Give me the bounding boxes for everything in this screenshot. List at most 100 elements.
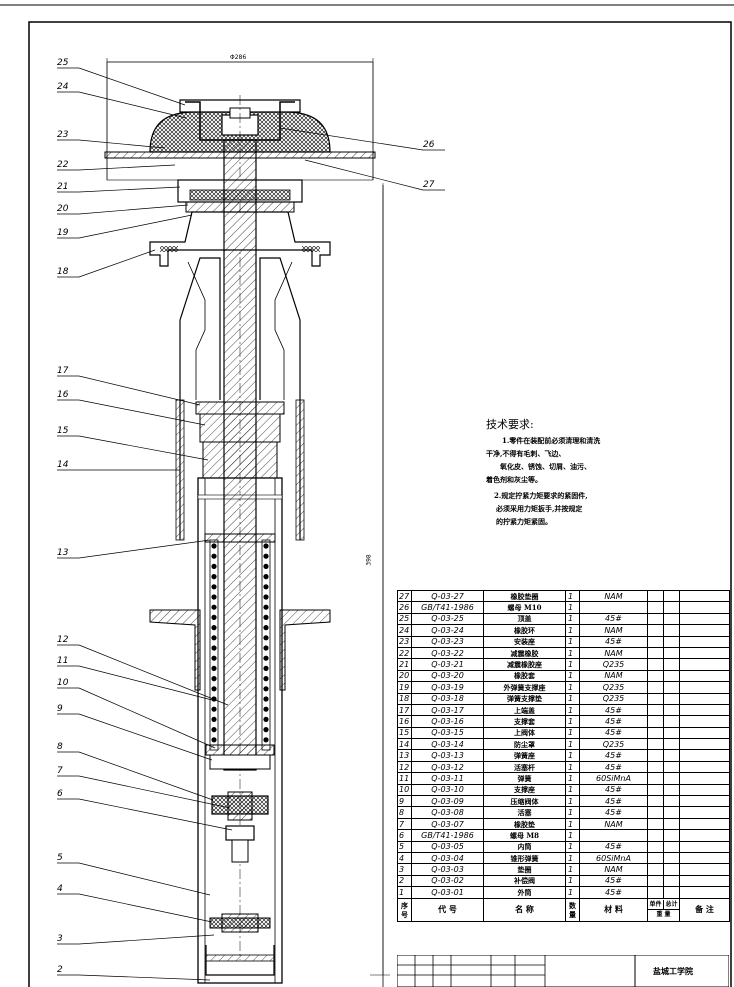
spring-coil: [263, 676, 269, 682]
callout-leader: [78, 713, 213, 761]
spring-coil: [211, 604, 217, 610]
requirement-line: 的拧紧力矩紧固。: [496, 517, 552, 526]
part-material: NAM: [579, 669, 648, 683]
callout-label: 26: [423, 140, 435, 150]
requirement-line: 必须采用力矩扳手,并按规定: [496, 504, 583, 513]
spring-coil: [263, 584, 269, 590]
part-note: [679, 749, 730, 762]
part-code: Q-03-03: [411, 863, 484, 876]
part-name: 橡胶垫: [483, 817, 566, 831]
part-total-weight: [663, 749, 680, 762]
part-note: [679, 635, 730, 648]
part-name: 减震橡胶座: [483, 658, 566, 671]
requirement-line: 1.零件在装配前必须清理和清洗: [502, 436, 601, 445]
part-note: [679, 806, 730, 819]
callout-label: 4: [57, 884, 63, 894]
part-unit-weight: [647, 783, 664, 797]
part-total-weight: [663, 840, 680, 854]
part-note: [679, 601, 730, 614]
part-number: 27: [397, 589, 412, 603]
part-name: 防尘罩: [483, 738, 566, 751]
part-unit-weight: [647, 635, 664, 648]
title-block: [397, 955, 729, 987]
part-unit-weight: [647, 669, 664, 683]
callout-label: 27: [423, 180, 435, 190]
requirement-line: 干净,不得有毛刺、飞边、: [486, 449, 566, 458]
spring-coil: [211, 563, 217, 570]
part-unit-weight: [647, 817, 664, 831]
callout-label: 20: [57, 204, 69, 214]
callout-leader: [78, 67, 186, 106]
spring-coil: [263, 574, 269, 580]
part-total-weight: [663, 783, 680, 797]
part-code: Q-03-21: [411, 658, 484, 671]
spring-coil: [211, 594, 217, 600]
part-number: 17: [397, 703, 412, 717]
part-unit-weight: [647, 612, 664, 626]
part-name: 锥形弹簧: [483, 851, 566, 865]
part-code: Q-03-18: [411, 692, 484, 705]
part-total-weight: [663, 760, 680, 774]
header-weight-label: 重 量: [656, 911, 671, 919]
part-unit-weight: [647, 589, 664, 603]
callout-leader: [78, 687, 216, 749]
part-name: 橡胶套: [483, 669, 566, 683]
callout-label: 12: [57, 635, 69, 645]
part-code: Q-03-27: [411, 589, 484, 603]
part-name: 弹簧: [483, 772, 566, 785]
part-unit-weight: [647, 863, 664, 876]
part-material: 45#: [579, 760, 648, 774]
part-unit-weight: [647, 806, 664, 819]
part-name: 弹簧座: [483, 749, 566, 762]
callout-leader: [304, 159, 424, 191]
part-qty: 1: [565, 851, 580, 865]
part-name: 支撑套: [483, 715, 566, 728]
callout-label: 23: [57, 130, 69, 140]
part-material: Q235: [579, 681, 648, 694]
part-code: Q-03-11: [411, 772, 484, 785]
callout-leader: [78, 164, 176, 171]
part-unit-weight: [647, 829, 664, 842]
part-name: 橡胶环: [483, 624, 566, 637]
requirements-title: 技术要求:: [486, 418, 534, 431]
callout-leader: [78, 775, 231, 809]
part-unit-weight: [647, 886, 664, 899]
part-name: 活塞: [483, 806, 566, 819]
callout-leader: [78, 893, 213, 923]
part-code: Q-03-12: [411, 760, 484, 774]
part-number: 7: [397, 817, 412, 831]
part-material: 45#: [579, 726, 648, 740]
part-note: [679, 760, 730, 774]
callout-leader: [78, 204, 189, 215]
part-note: [679, 658, 730, 671]
part-number: 22: [397, 646, 412, 660]
part-number: 20: [397, 669, 412, 683]
spring-coil: [263, 543, 269, 549]
callout-label: 2: [57, 965, 63, 975]
part-number: 2: [397, 874, 412, 888]
dimension-side: 398: [365, 554, 373, 566]
part-code: Q-03-02: [411, 874, 484, 888]
part-qty: 1: [565, 703, 580, 717]
part-material: 45#: [579, 703, 648, 717]
header-name: 名 称: [483, 897, 566, 922]
part-material: 60SiMnA: [579, 772, 648, 785]
callout-label: 11: [57, 656, 69, 666]
part-number: 1: [397, 886, 412, 899]
part-name: 活塞杆: [483, 760, 566, 774]
part-total-weight: [663, 624, 680, 637]
part-total-weight: [663, 635, 680, 648]
part-name: 支撑座: [483, 783, 566, 797]
part-code: Q-03-08: [411, 806, 484, 819]
technical-requirements: 技术要求: 1.零件在装配前必须清理和清洗 干净,不得有毛刺、飞边、 氧化皮、锈…: [486, 416, 646, 556]
part-note: [679, 715, 730, 728]
part-total-weight: [663, 829, 680, 842]
part-code: GB/T41-1986: [411, 601, 484, 614]
